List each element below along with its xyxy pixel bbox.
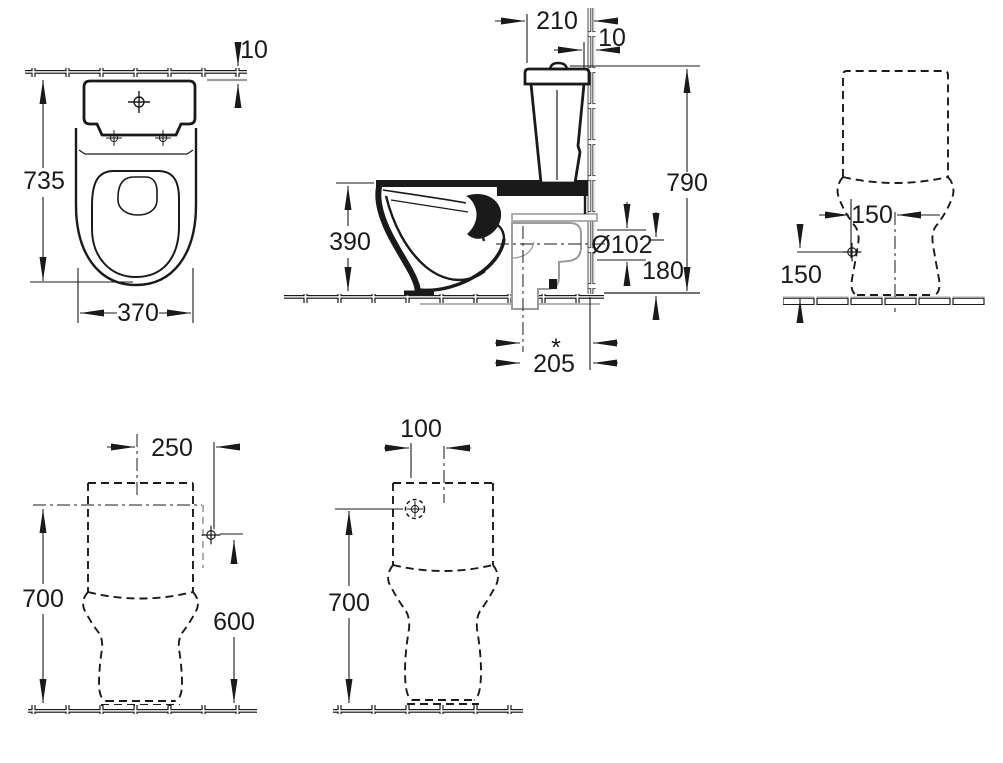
wall-tiles-section [588,8,596,294]
dim-label-outlet-setout: 205 [533,350,575,378]
side-section-view: 210 10 790 390 Ø102 180 * 205 [284,7,708,378]
floor-tiles [284,294,604,303]
supply-hole-dashed-circle [404,498,426,520]
top-view: 10 735 370 [23,36,268,327]
wall-tiles-row [25,68,247,77]
seat-ring-outline [91,170,180,279]
trap-weir-section [466,193,502,239]
dim-label-a-supply-offset: 250 [151,434,193,462]
dim-label-outlet-diameter: Ø102 [591,231,652,259]
dim-label-rear-supply-offset: 150 [851,201,893,229]
supply-connection-marker [201,525,221,545]
floor-tiles [28,705,257,714]
pedestal-right-outline [931,176,955,296]
dim-label-b-supply-offset: 100 [400,415,442,443]
bowl-cavity-line [384,195,486,282]
inlet-pipe [511,213,598,222]
pedestal-base-line [101,700,180,706]
cistern-bottom-arc [392,564,494,572]
rim-section [376,180,497,187]
bowl-body-outline [74,128,198,287]
dim-label-top-wall-gap: 10 [240,36,268,64]
dim-label-outlet-axis-height: 180 [642,257,684,285]
dim-label-a-supply-height: 600 [213,608,255,636]
seat-hinge-line [78,149,194,155]
bowl-opening-outline [117,176,158,216]
dim-label-a-height: 700 [22,585,64,613]
cistern-bottom-arc [87,591,194,600]
cistern-dashed-outline [842,70,949,177]
pedestal-right-outline [473,564,499,701]
dim-label-rear-supply-height: 150 [780,261,822,289]
drain-elbow-inner-line [511,241,535,259]
front-view-a: 250 600 700 [22,434,257,714]
dim-label-cistern-depth: 210 [536,7,578,35]
pedestal-base-line [407,699,479,705]
supply-connection-marker [842,242,862,262]
cistern-dashed-outline [87,482,194,592]
dim-label-top-width: 370 [117,299,159,327]
floor-tiles [333,705,523,714]
cistern-lid [523,67,591,86]
bowl-underside [417,238,506,293]
dim-label-b-height: 700 [328,589,370,617]
rim-inner-line [382,189,467,204]
rear-view: 150 150 [780,70,985,323]
pedestal-left-outline [387,564,413,701]
water-surface-line [390,199,469,213]
floor-tiles [783,296,985,305]
pedestal-left-outline [836,176,860,296]
cistern-dashed-outline [392,482,494,565]
bowl-front-wall [375,184,421,295]
dim-label-overall-height: 790 [666,169,708,197]
front-view-b: 100 700 [328,415,523,714]
supply-connection-marker [406,500,424,518]
flush-valve-outlet [546,183,570,193]
dim-label-rim-height: 390 [329,228,371,256]
dim-label-outlet-note: * [551,334,561,362]
pedestal-right-outline [174,591,199,702]
dim-label-top-depth: 735 [23,167,65,195]
dim-label-side-wall-gap: 10 [598,24,626,52]
flush-button [548,61,569,71]
cistern-bottom-arc [842,176,949,184]
pedestal-left-outline [82,591,107,702]
trap-inner-line [482,222,506,242]
drain-clip-detail [549,279,557,289]
